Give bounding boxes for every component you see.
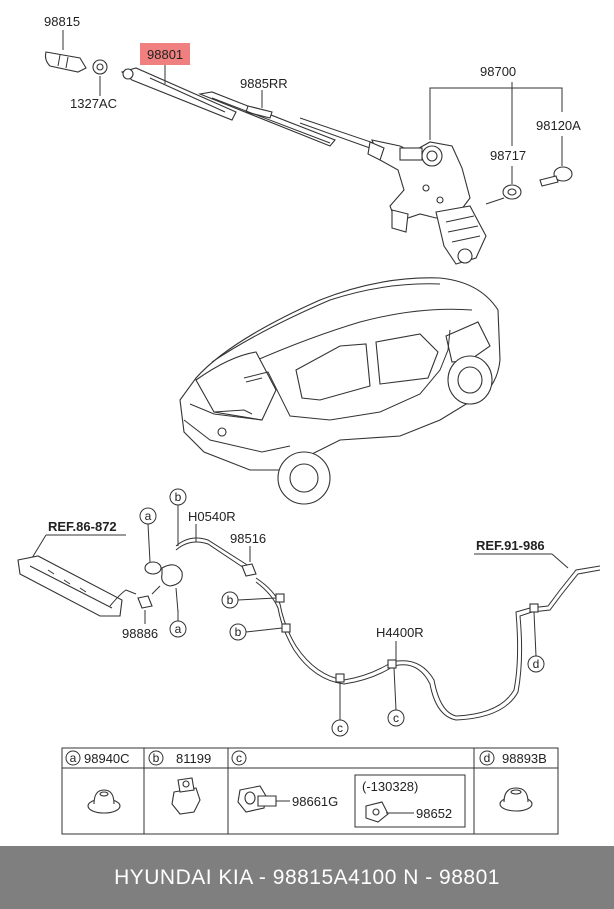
label-H4400R: H4400R bbox=[376, 625, 424, 640]
callout-d-text: d bbox=[533, 657, 540, 671]
callout-a-bottom-text: a bbox=[175, 622, 182, 636]
label-H0540R: H0540R bbox=[188, 509, 236, 524]
hose-clip-b1 bbox=[275, 593, 285, 603]
legend-part-81199: 81199 bbox=[176, 751, 211, 766]
legend-part-98940C: 98940C bbox=[84, 751, 130, 766]
hose-clip-b2 bbox=[281, 623, 291, 633]
label-98815: 98815 bbox=[44, 14, 80, 29]
parts-diagram: 98815 1327AC 98801 9885RR bbox=[17, 14, 601, 835]
label-98700: 98700 bbox=[480, 64, 516, 79]
footer-bar: HYUNDAI KIA - 98815A4100 N - 98801 bbox=[0, 846, 614, 909]
label-9885RR: 9885RR bbox=[240, 76, 288, 91]
wiper-blade bbox=[197, 91, 336, 147]
brake-light-panel bbox=[17, 555, 123, 617]
label-98120A: 98120A bbox=[536, 118, 581, 133]
hose-clip-icon bbox=[237, 785, 277, 813]
svg-text:b: b bbox=[153, 751, 160, 765]
nut-1327AC bbox=[92, 59, 108, 75]
legend-cell-b: b 81199 bbox=[148, 750, 211, 815]
rear-wheel bbox=[277, 451, 331, 505]
label-98886: 98886 bbox=[122, 626, 158, 641]
callout-c-2-text: c bbox=[393, 711, 399, 725]
svg-text:c: c bbox=[236, 751, 242, 765]
hose-clip-d bbox=[529, 603, 539, 613]
legend-sub-note: (-130328) bbox=[362, 779, 418, 794]
label-98801: 98801 bbox=[147, 47, 183, 62]
hose-clip-c1 bbox=[335, 673, 345, 683]
label-ref-91-986: REF.91-986 bbox=[476, 538, 545, 553]
wiper-arm-cap bbox=[44, 51, 87, 73]
callout-b-mid2-text: b bbox=[235, 625, 242, 639]
svg-text:d: d bbox=[484, 751, 491, 765]
vehicle-illustration bbox=[179, 277, 501, 505]
clip-98652-icon bbox=[365, 801, 389, 823]
callout-a-top-text: a bbox=[145, 509, 152, 523]
legend-part-98661G: 98661G bbox=[292, 794, 338, 809]
grommet-d-icon bbox=[499, 787, 533, 812]
legend-cell-a: a 98940C bbox=[65, 750, 130, 814]
legend-sub-box bbox=[354, 774, 466, 828]
highlight-98801 bbox=[140, 43, 190, 65]
front-wheel bbox=[447, 355, 493, 405]
callout-c-1-text: c bbox=[337, 721, 343, 735]
grommet-98717 bbox=[502, 184, 522, 200]
legend-table: a 98940C b 81199 c bbox=[61, 747, 559, 835]
washer-nozzle-98120A bbox=[539, 166, 573, 187]
callout-b-mid1-text: b bbox=[227, 593, 234, 607]
footer-text: HYUNDAI KIA - 98815A4100 N - 98801 bbox=[114, 865, 500, 889]
label-98516: 98516 bbox=[230, 531, 266, 546]
clip-98886 bbox=[137, 595, 153, 609]
wiper-arm bbox=[120, 67, 237, 121]
callout-b-top-text: b bbox=[175, 490, 182, 504]
connector-98516 bbox=[241, 563, 257, 577]
legend-part-98893B: 98893B bbox=[502, 751, 547, 766]
hose-assembly: REF.86-872 98886 H0540R 9851 bbox=[17, 488, 601, 737]
clip-icon bbox=[171, 777, 201, 815]
label-98717: 98717 bbox=[490, 148, 526, 163]
hose-clip-c2 bbox=[387, 659, 397, 669]
nozzle-unit bbox=[144, 561, 183, 613]
legend-cell-c: c 98661G (-130328) 98652 bbox=[231, 750, 466, 828]
legend-cell-d: d 98893B bbox=[479, 750, 547, 812]
wiper-motor bbox=[367, 139, 487, 265]
label-ref-86-872: REF.86-872 bbox=[48, 519, 117, 534]
grommet-icon bbox=[87, 789, 121, 814]
wiper-arm-assembly: 98815 1327AC 98801 9885RR bbox=[44, 14, 581, 265]
legend-part-98652: 98652 bbox=[416, 806, 452, 821]
svg-text:a: a bbox=[70, 751, 77, 765]
label-1327AC: 1327AC bbox=[70, 96, 117, 111]
